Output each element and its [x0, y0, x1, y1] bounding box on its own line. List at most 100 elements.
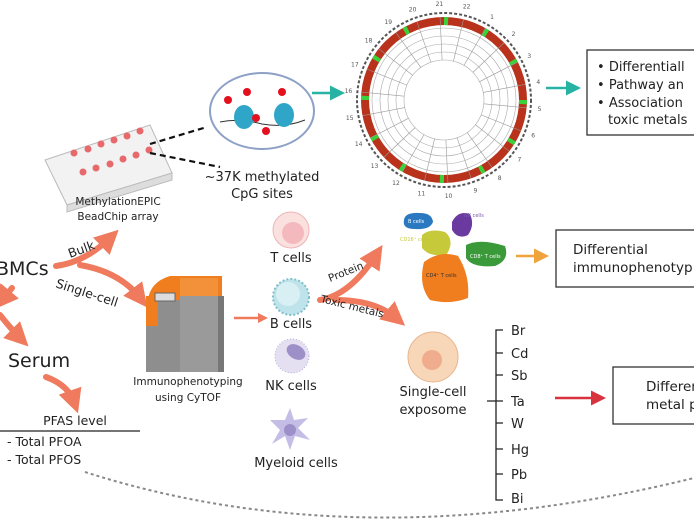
nk-cell-icon — [274, 338, 310, 374]
metal-hg: Hg — [511, 443, 529, 458]
circos-chromosome-divider — [416, 21, 432, 63]
circos-chromosome-label: 11 — [418, 190, 426, 197]
circos-chromosome-divider — [475, 124, 510, 152]
single-cell-label: Single-cell — [54, 276, 120, 310]
circos-chromosome-label: 7 — [518, 156, 522, 163]
cytof-label-line1: Immunophenotyping — [133, 376, 242, 388]
metal-profile-box — [612, 366, 694, 425]
t-cells-label: T cells — [269, 251, 311, 266]
nk-cells-label: NK cells — [265, 379, 317, 394]
circos-chromosome-divider — [463, 27, 486, 66]
circos-chromosome-divider — [362, 107, 405, 117]
circos-track — [395, 51, 493, 149]
arrow-single-cell — [77, 262, 148, 308]
circos-chromosome-divider — [483, 83, 526, 93]
exposome-label-line2: exposome — [399, 403, 466, 418]
arrow-bulk — [53, 229, 119, 269]
circos-chromosome-divider — [466, 132, 493, 168]
serum-label: Serum — [8, 350, 70, 372]
circos-green-segment — [518, 100, 527, 105]
circos-green-segment — [402, 26, 410, 36]
circos-ideogram — [356, 12, 532, 188]
metal-w: W — [511, 417, 524, 432]
cpg-methylation-illustration — [209, 72, 315, 150]
circos-chromosome-divider — [402, 134, 425, 173]
circos-chromosome-label: 12 — [392, 180, 400, 187]
circos-green-segment — [370, 134, 380, 142]
arrow-left-up — [0, 283, 19, 310]
circos-chromosome-divider — [483, 103, 527, 109]
metal-bi: Bi — [511, 492, 524, 507]
arrow-to-serum — [0, 312, 29, 347]
cytof-instrument-illustration — [146, 276, 224, 372]
zoom-dashed-lines — [149, 125, 221, 169]
circos-chromosome-label: 1 — [490, 14, 494, 21]
metal-cd: Cd — [511, 347, 528, 362]
result-item-1: • Differentiall — [597, 60, 685, 75]
result-item-3: • Association — [597, 96, 683, 111]
cytof-label-line2: using CyTOF — [155, 392, 221, 404]
circos-track — [387, 43, 501, 157]
circos-green-segment — [478, 164, 486, 174]
t-cell-icon — [272, 211, 310, 249]
circos-chromosome-label: 19 — [384, 19, 392, 26]
circos-track — [403, 59, 485, 141]
circos-green-segment — [508, 58, 518, 66]
circos-chromosome-label: 6 — [531, 133, 535, 140]
circos-chromosome-divider — [472, 42, 505, 73]
metal-sb: Sb — [511, 369, 528, 384]
circos-chromosome-divider — [383, 127, 416, 158]
circos-chromosome-divider — [453, 19, 464, 62]
cpg-label-line2: CpG sites — [231, 187, 293, 202]
immuno-box-line1: Differential — [573, 242, 648, 258]
b-cell-icon — [272, 278, 310, 316]
circos-green-segment — [439, 174, 444, 183]
myeloid-cells-label: Myeloid cells — [254, 456, 338, 471]
myeloid-cell-icon — [270, 408, 310, 450]
circos-chromosome-label: 4 — [536, 79, 540, 86]
circos-chromosome-label: 3 — [527, 53, 531, 60]
circos-chromosome-divider — [479, 61, 518, 82]
circos-chromosome-divider — [445, 139, 449, 183]
circos-chromosome-label: 5 — [538, 106, 542, 113]
umap-cluster-plot — [403, 212, 507, 303]
metal-bracket — [487, 329, 503, 501]
array-label-line1: MethylationEPIC — [75, 196, 160, 208]
methylation-results-box — [586, 49, 694, 136]
circos-methylation-ring — [361, 17, 527, 183]
arrow-toxic-metals — [332, 297, 406, 326]
circos-track — [371, 27, 517, 173]
circos-chromosome-divider — [361, 91, 405, 97]
circos-chromosome-label: 21 — [436, 1, 444, 8]
single-cell-icon — [407, 331, 459, 383]
metal-br: Br — [511, 324, 526, 339]
umap-label-b: B cells — [408, 219, 425, 225]
circos-track — [379, 35, 509, 165]
result-item-3-cont: toxic metals — [608, 113, 688, 128]
b-cells-label: B cells — [270, 317, 312, 332]
result-item-2: • Pathway an — [597, 78, 684, 93]
dotted-link-curve — [84, 471, 694, 519]
arrow-serum-to-pfas — [43, 374, 82, 414]
protein-label: Protein — [327, 260, 366, 285]
circos-green-segment — [398, 162, 407, 172]
metal-pb: Pb — [511, 468, 527, 483]
arrow-protein — [317, 244, 383, 303]
umap-label-cd16: CD16⁺ cells — [400, 237, 430, 243]
pfas-item-pfoa: - Total PFOA — [7, 434, 82, 449]
umap-label-nk: NK cells — [464, 213, 484, 219]
circos-chromosome-divider — [439, 17, 443, 61]
circos-chromosome-label: 20 — [409, 6, 417, 13]
pfas-title: PFAS level — [43, 413, 107, 428]
exposome-label-line1: Single-cell — [399, 385, 466, 400]
circos-green-segment — [444, 17, 449, 26]
circos-chromosome-label: 14 — [355, 141, 363, 148]
circos-chromosome-label: 22 — [463, 4, 471, 11]
circos-green-segment — [372, 54, 382, 63]
pbmcs-label: BMCs — [0, 258, 49, 280]
circos-chromosome-label: 16 — [345, 88, 353, 95]
metal-box-line1: Differen — [646, 379, 694, 395]
toxic-metals-label: Toxic metals — [318, 293, 385, 321]
